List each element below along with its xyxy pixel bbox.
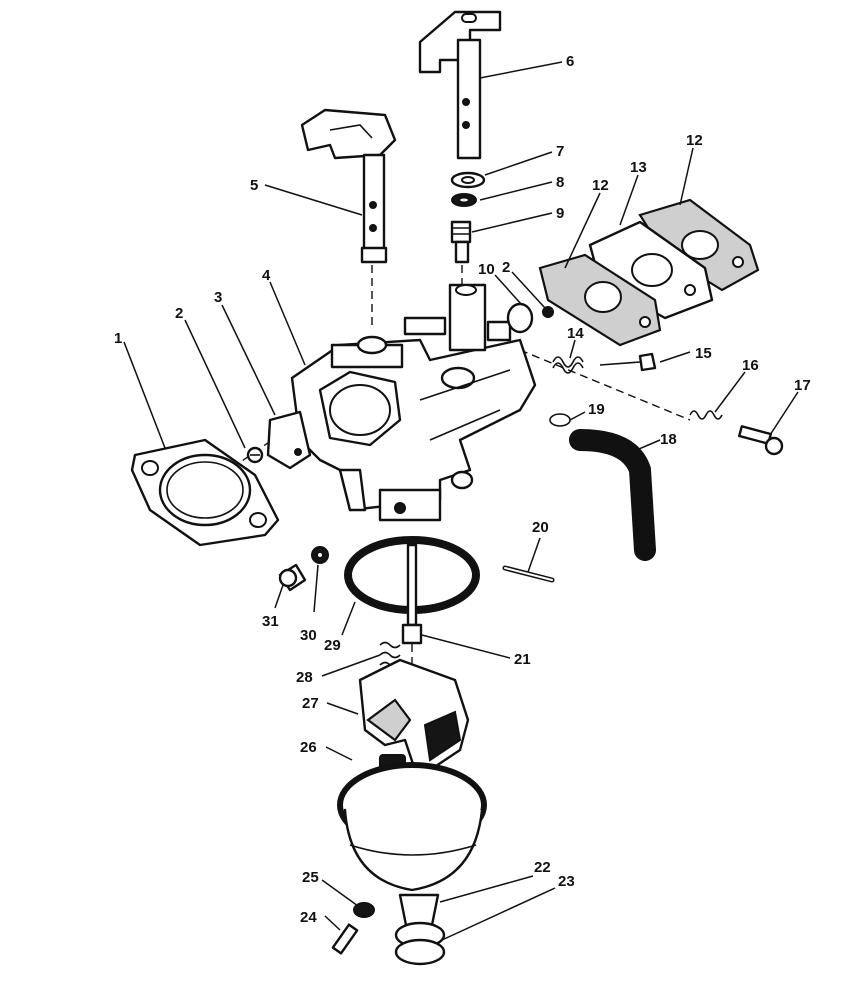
callout-8: 8	[556, 174, 564, 191]
callout-12-rear: 12	[686, 132, 703, 149]
part-9-bushing	[450, 220, 472, 264]
part-8-washer	[451, 193, 477, 207]
callout-13: 13	[630, 159, 647, 176]
callout-25: 25	[302, 869, 319, 886]
part-31-screw	[278, 563, 307, 592]
part-3-choke-plate	[266, 410, 312, 470]
callout-23: 23	[558, 873, 575, 890]
part-2-screw-left	[246, 446, 264, 464]
callout-18: 18	[660, 431, 677, 448]
callout-17: 17	[794, 377, 811, 394]
callout-12-front: 12	[592, 177, 609, 194]
part-21-inlet-needle	[401, 543, 423, 645]
callout-9: 9	[556, 205, 564, 222]
callout-22: 22	[534, 859, 551, 876]
part-4-carburetor-body	[290, 283, 537, 522]
part-30-washer	[311, 546, 329, 564]
callout-14: 14	[567, 325, 584, 342]
callout-6: 6	[566, 53, 574, 70]
part-15-idle-screw	[599, 352, 657, 372]
callout-2-right: 2	[502, 259, 510, 276]
callout-27: 27	[302, 695, 319, 712]
callout-16: 16	[742, 357, 759, 374]
callout-5: 5	[250, 177, 258, 194]
float-bowl	[343, 808, 484, 892]
part-20-float-pin	[502, 565, 555, 583]
part-10-throttle-plate	[506, 302, 534, 334]
part-5-choke-shaft	[300, 108, 397, 264]
part-22-bowl-nut	[398, 893, 440, 927]
callout-21: 21	[514, 651, 531, 668]
callout-2-left: 2	[175, 305, 183, 322]
part-12-gasket-front	[538, 253, 662, 347]
part-18-fuel-line	[569, 429, 656, 561]
part-19-clip	[549, 413, 571, 427]
callout-4: 4	[262, 267, 271, 284]
part-23-washer-nut	[394, 921, 446, 966]
callout-20: 20	[532, 519, 549, 536]
callout-10: 10	[478, 261, 495, 278]
callout-19: 19	[588, 401, 605, 418]
callout-31: 31	[262, 613, 279, 630]
leader-lines	[123, 61, 799, 941]
callout-15: 15	[695, 345, 712, 362]
part-6-throttle-shaft	[418, 10, 502, 160]
part-24-screw	[331, 923, 359, 955]
callout-28: 28	[296, 669, 313, 686]
part-27-float	[358, 658, 470, 772]
part-2-screw-right	[542, 306, 554, 318]
callout-1: 1	[114, 330, 122, 347]
callout-labels: 1 2 2 3 4 5 6 7 8 9 10 12 12 13 14 15 16…	[114, 53, 811, 926]
part-1-gasket	[130, 438, 280, 547]
callout-30: 30	[300, 627, 317, 644]
callout-26: 26	[300, 739, 317, 756]
part-25-gasket	[353, 902, 375, 918]
part-14-spring	[552, 356, 584, 374]
part-17-mixture-screw	[738, 425, 784, 456]
callout-24: 24	[300, 909, 317, 926]
callout-3: 3	[214, 289, 222, 306]
part-16-spring	[689, 410, 723, 420]
callout-29: 29	[324, 637, 341, 654]
callout-7: 7	[556, 143, 564, 160]
part-7-seal	[450, 171, 486, 189]
